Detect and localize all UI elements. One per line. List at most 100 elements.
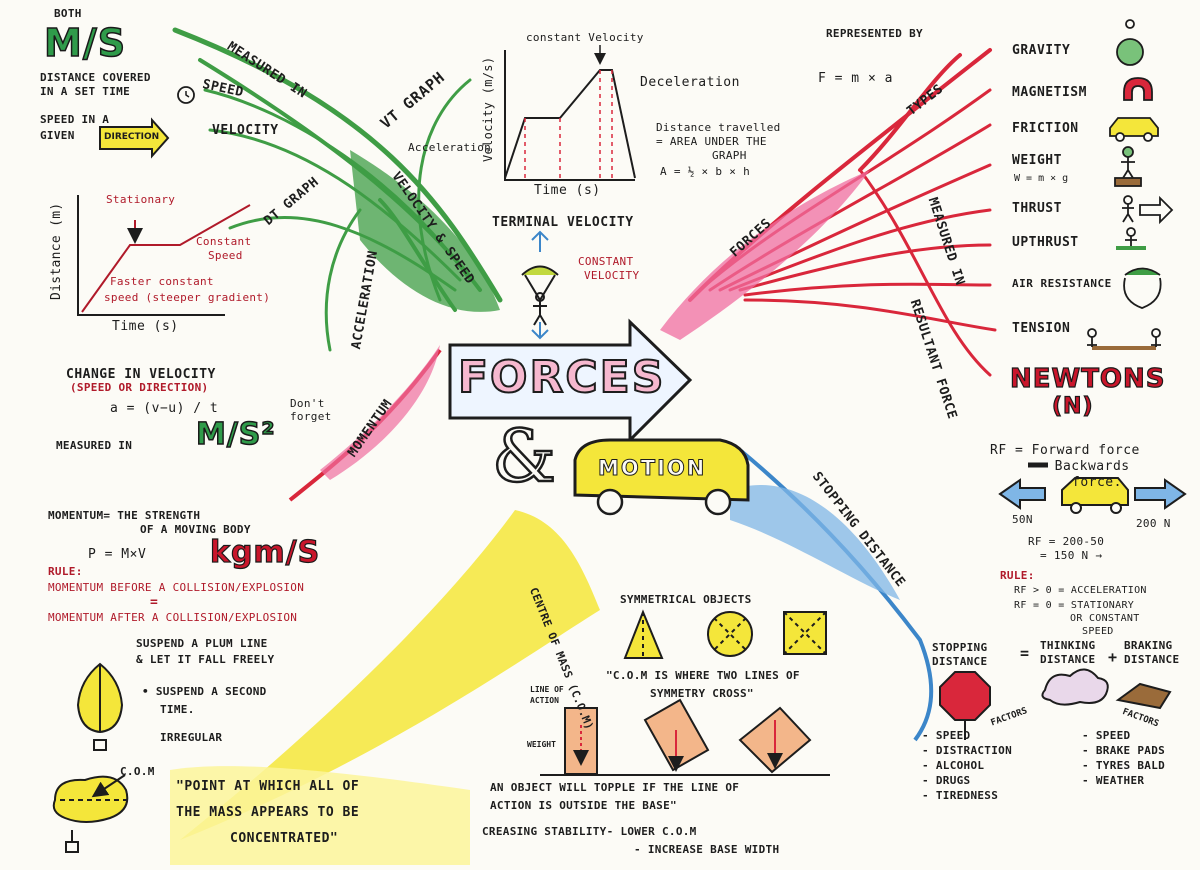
vt-acceleration: Acceleration [408, 141, 492, 154]
force-type-upthrust: UPTHRUST [1012, 235, 1079, 250]
rf-line-2: — Backwards [1038, 459, 1130, 474]
com-suspend-2: & LET IT FALL FREELY [136, 653, 275, 666]
stability-line-1: CREASING STABILITY- LOWER C.O.M [482, 825, 697, 838]
right_factors-item: - WEATHER [1082, 774, 1145, 787]
rf-line-1: RF = Forward force [990, 443, 1140, 458]
forces-arrow [448, 318, 693, 444]
com-quote-1: "POINT AT WHICH ALL OF [176, 779, 360, 794]
rf-rule-4: SPEED [1082, 626, 1114, 637]
newtons-unit: NEWTONS [1009, 364, 1166, 394]
line-of-action-1: LINE OF [530, 685, 564, 694]
acceleration-formula: a = (v−u) / t [110, 401, 219, 416]
sd-line-2: DISTANCE [932, 655, 988, 668]
com-second-1: • SUSPEND A SECOND [142, 685, 267, 698]
momentum-formula: P = M×V [88, 547, 147, 562]
dt-ylabel: Distance (m) [49, 202, 64, 300]
vt-graph-line [504, 69, 636, 179]
ms-unit: M/S [43, 21, 127, 65]
topple-line-2: ACTION IS OUTSIDE THE BASE" [490, 799, 677, 812]
stopping-icons [939, 668, 1172, 740]
momentum-rule-2: MOMENTUM AFTER A COLLISION/EXPLOSION [48, 611, 298, 624]
symmetry-shapes [623, 609, 827, 659]
accel-measured-in: MEASURED IN [56, 439, 133, 452]
distance-line-2: IN A SET TIME [40, 85, 130, 98]
given-line-1: SPEED IN A [40, 113, 110, 126]
yellow-wedge [180, 510, 600, 840]
com-shapes [52, 662, 129, 853]
momentum-rule: RULE: [48, 565, 83, 578]
vt-xlabel: Time (s) [534, 183, 601, 198]
vt-dist-2: = AREA UNDER THE [656, 135, 767, 148]
topple-line-1: AN OBJECT WILL TOPPLE IF THE LINE OF [490, 781, 740, 794]
yellow-quote-highlight [170, 766, 470, 865]
sd-braking-2: DISTANCE [1124, 653, 1180, 666]
sd-plus: + [1108, 648, 1118, 666]
accel-unit: M/S² [195, 417, 276, 452]
rf-right-force: 200 N [1136, 517, 1171, 530]
both-label: BOTH [54, 7, 82, 20]
rf-line-3: force. [1072, 475, 1122, 490]
right_factors-item: - BRAKE PADS [1082, 744, 1166, 757]
weight-label: WEIGHT [527, 740, 556, 749]
center-ampersand: & [491, 414, 558, 498]
distance-line-1: DISTANCE COVERED [40, 71, 151, 84]
rf-calc-1: RF = 200-50 [1028, 535, 1105, 548]
dt-graph-axes [77, 195, 225, 316]
left_factors-item: - DRUGS [922, 774, 971, 787]
dont-forget-2: forget [290, 410, 332, 423]
vt-dist-1: Distance travelled [656, 121, 781, 134]
momentum-equals: = [150, 595, 159, 610]
topple-blocks [540, 698, 830, 776]
line-of-action-2: ACTION [530, 696, 559, 705]
force-type-weight: WEIGHT [1012, 153, 1062, 168]
pink-wedge-right [660, 170, 870, 340]
force-type-icons [1087, 19, 1174, 350]
speed-or-direction: (SPEED OR DIRECTION) [70, 381, 209, 394]
center-subtitle: MOTION [597, 456, 707, 480]
forces-formula: F = m × a [818, 71, 893, 86]
terminal-constant-2: VELOCITY [584, 269, 640, 282]
vt-deceleration: Deceleration [640, 75, 740, 90]
represented-by: REPRESENTED BY [826, 27, 923, 40]
left_factors-item: - SPEED [922, 729, 971, 742]
com-quote-2: THE MASS APPEARS TO BE [176, 805, 360, 820]
symmetry-quote-2: SYMMETRY CROSS" [650, 687, 754, 700]
dt-constant-2: Speed [208, 249, 243, 262]
force-type-air-resistance: AIR RESISTANCE [1012, 277, 1112, 290]
direction-label: DIRECTION [104, 132, 160, 142]
dt-faster-1: Faster constant [110, 275, 214, 288]
sd-braking-1: BRAKING [1124, 639, 1173, 652]
dt-xlabel: Time (s) [112, 319, 179, 334]
clock-icon [177, 86, 195, 104]
newtons-symbol: (N) [1051, 394, 1094, 419]
vt-graph-dashes [524, 70, 613, 180]
sd-thinking-1: THINKING [1040, 639, 1096, 652]
pink-wedge-left [320, 345, 440, 480]
motion-car [573, 438, 750, 516]
com-second-2: TIME. [160, 703, 195, 716]
momentum-rule-1: MOMENTUM BEFORE A COLLISION/EXPLOSION [48, 581, 305, 594]
momentum-unit: kgm/S [209, 535, 321, 570]
rf-rule: RULE: [1000, 569, 1035, 582]
momentum-def-1: MOMENTUM= THE STRENGTH [48, 509, 201, 522]
com-quote-3: CONCENTRATED" [230, 831, 339, 846]
sd-equals: = [1020, 644, 1030, 662]
change-in-velocity: CHANGE IN VELOCITY [66, 367, 216, 382]
given-line-2: GIVEN [40, 129, 75, 142]
dt-stationary: Stationary [106, 193, 176, 206]
right_factors-item: - TYRES BALD [1082, 759, 1166, 772]
sd-thinking-2: DISTANCE [1040, 653, 1096, 666]
vt-formula: A = ½ × b × h [660, 165, 750, 178]
force-type-gravity: GRAVITY [1012, 43, 1071, 58]
rf-rule-2: RF = 0 = STATIONARY [1014, 600, 1135, 611]
dt-constant-1: Constant [196, 235, 252, 248]
rf-left-force: 50N [1012, 513, 1033, 526]
com-suspend-1: SUSPEND A PLUM LINE [136, 637, 268, 650]
direction-arrow [99, 117, 170, 159]
terminal-title: TERMINAL VELOCITY [492, 215, 634, 230]
velocity-label: VELOCITY [212, 123, 279, 138]
rf-rule-1: RF > 0 = ACCELERATION [1014, 585, 1147, 596]
green-wedge [350, 150, 500, 312]
force-type-friction: FRICTION [1012, 121, 1079, 136]
